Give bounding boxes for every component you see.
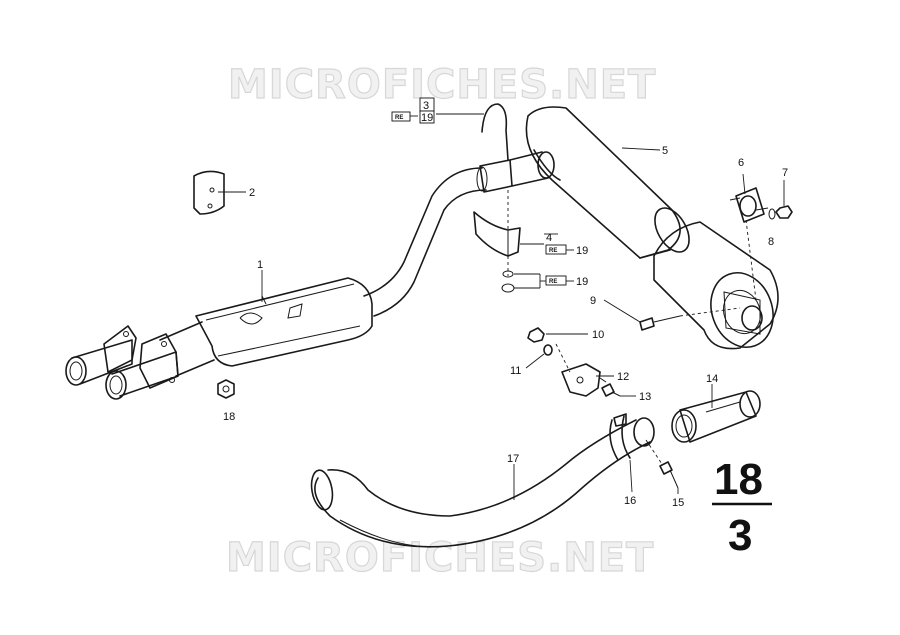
cross-ref-mid: 4 RE 19	[520, 232, 588, 257]
label-16: 16	[624, 495, 636, 507]
centerline-6	[745, 219, 757, 301]
curved-pipe-part-17	[310, 417, 655, 548]
leader-5	[621, 147, 661, 151]
centerline-15	[645, 439, 663, 465]
centerline-9	[679, 307, 741, 317]
watermark-bottom: MICROFICHES.NET	[226, 535, 654, 581]
hanger-hook	[481, 103, 509, 161]
bolt-part-13	[601, 383, 621, 397]
cross-ref-top-group: 3	[423, 100, 429, 112]
label-15: 15	[672, 497, 684, 509]
tail-sleeve-part-14	[671, 390, 761, 443]
leader-16	[629, 459, 633, 493]
tail-clamp-part-6	[729, 187, 769, 223]
label-2: 2	[249, 187, 255, 199]
label-6: 6	[738, 157, 744, 169]
label-9: 9	[590, 295, 596, 307]
page-number-bottom: 3	[728, 511, 752, 560]
label-5: 5	[662, 145, 668, 157]
label-8: 8	[768, 236, 774, 248]
page-number-top: 18	[714, 455, 763, 504]
bracket-part-12	[561, 363, 607, 397]
label-14: 14	[706, 373, 718, 385]
label-7: 7	[782, 167, 788, 179]
clamp-part-16	[609, 413, 631, 461]
label-12: 12	[617, 371, 629, 383]
hanger-bracket-part-4	[473, 211, 521, 257]
leader-11	[525, 353, 545, 369]
label-18: 18	[223, 411, 235, 423]
label-10: 10	[592, 329, 604, 341]
watermark-top: MICROFICHES.NET	[228, 62, 656, 108]
cross-ref-mid-num: 19	[576, 245, 588, 257]
bracket-part-2	[193, 170, 225, 215]
label-1: 1	[257, 259, 263, 271]
cross-ref-low: RE 19	[514, 273, 588, 289]
nut-part-7	[775, 205, 793, 219]
svg-text:RE: RE	[549, 279, 557, 285]
cross-ref-top: RE 3 19	[391, 97, 435, 124]
nut-part-18	[217, 379, 235, 399]
washer-part-11	[543, 344, 553, 356]
centerline-11	[555, 343, 571, 373]
svg-text:RE: RE	[395, 115, 403, 121]
label-17: 17	[507, 453, 519, 465]
washer-part-8	[768, 208, 776, 220]
label-13: 13	[639, 391, 651, 403]
cross-ref-low-num: 19	[576, 276, 588, 288]
cross-ref-top-num: 19	[421, 112, 433, 124]
svg-text:RE: RE	[549, 248, 557, 254]
bolt-part-15	[659, 461, 679, 489]
label-11: 11	[510, 365, 521, 377]
front-pipe-assembly	[65, 151, 555, 400]
bolt-part-9	[639, 315, 681, 331]
rear-silencer	[525, 106, 779, 350]
page-number: 18 3	[712, 455, 772, 560]
leader-6	[742, 173, 746, 195]
label-4: 4	[546, 232, 552, 244]
leader-9	[603, 299, 641, 323]
nut-part-10	[527, 327, 545, 343]
